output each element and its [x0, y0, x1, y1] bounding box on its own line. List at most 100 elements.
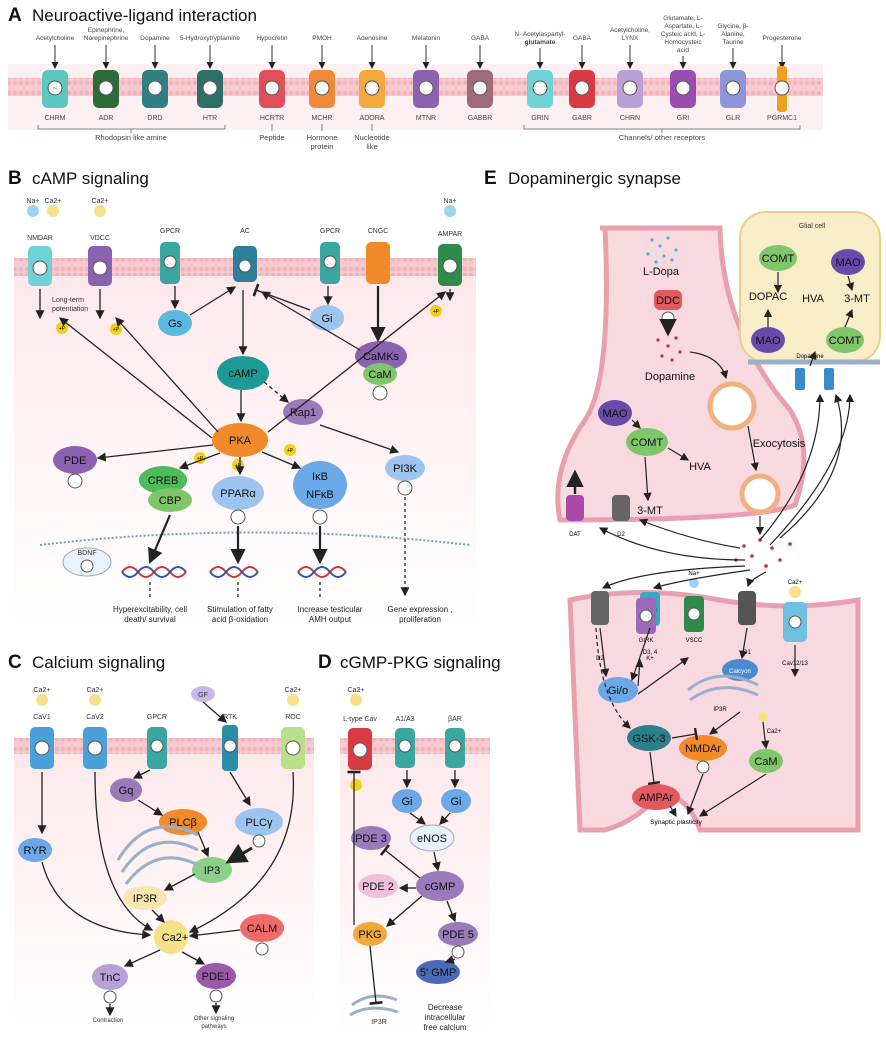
receptor-gri: GRI: [670, 56, 696, 122]
panel-b: B cAMP signaling Na+ Ca2+ Ca2+ Na+ NMDAR…: [8, 168, 476, 628]
svg-text:GSK-3: GSK-3: [632, 733, 665, 745]
receptor-gabbr: GABBR: [467, 45, 493, 122]
receptor-mchr: MCHR: [309, 45, 335, 122]
svg-text:CaMKs: CaMKs: [363, 351, 400, 363]
dna-helices: [121, 566, 347, 578]
b-receptor-ac: AC: [233, 228, 257, 282]
svg-text:CALM: CALM: [247, 923, 278, 935]
pre-dopamine: Dopamine: [645, 371, 695, 383]
group-peptide: Peptide: [259, 133, 284, 142]
svg-text:RTK: RTK: [223, 714, 237, 721]
glia-hva: HVA: [802, 293, 824, 305]
svg-text:Ca2+: Ca2+: [162, 932, 189, 944]
d-node-pde3: PDE 3: [351, 826, 391, 850]
svg-text:COMT: COMT: [829, 335, 862, 347]
section-letter-d: D: [318, 652, 332, 673]
svg-text:CaV1: CaV1: [33, 714, 51, 721]
b-node-gs: Gs: [158, 310, 192, 336]
c-outcome-contraction: Contraction: [93, 1018, 124, 1024]
b-receptor-ampar: AMPAR: [438, 231, 462, 286]
svg-text:NMDAr: NMDAr: [685, 743, 721, 755]
b-receptor-gpcr-1: GPCR: [160, 228, 180, 284]
presynaptic-terminal: [555, 225, 807, 523]
receptor-chrn: CHRN: [617, 45, 643, 122]
ligand-naag-2: glutamate: [525, 39, 556, 46]
receptor-gabr: GABR: [569, 45, 595, 122]
c-gf: GF: [191, 686, 215, 702]
svg-text:VDCC: VDCC: [90, 235, 110, 242]
ligand-naag-1: N- Acetylaspartyl-: [515, 31, 566, 38]
ligand-homocysteic: Homocysteic: [664, 39, 702, 46]
glia-transporters: [795, 368, 834, 390]
svg-text:VSCC: VSCC: [686, 638, 703, 644]
c-ion-2: [89, 694, 101, 706]
b-node-bdnf: BDNF: [62, 547, 112, 577]
svg-text:PDE 5: PDE 5: [442, 929, 474, 941]
d-outcome-2: intracellular: [425, 1013, 466, 1022]
post-vscc: VSCC: [684, 596, 704, 644]
svg-text:cAMP: cAMP: [228, 368, 257, 380]
d-receptor-bar: βAR: [445, 716, 465, 768]
b-outcome-3b: AMH output: [309, 615, 352, 624]
svg-text:GPCR: GPCR: [160, 228, 180, 235]
ligand-dopamine: Dopamine: [140, 35, 170, 42]
c-receptor-rtk: RTK: [222, 714, 238, 771]
svg-text:MAO: MAO: [835, 257, 861, 269]
c-node-ryr: RYR: [18, 838, 52, 862]
glia-label: Glial cell: [799, 223, 826, 230]
d-node-pde5: PDE 5: [438, 922, 478, 959]
svg-text:Gi: Gi: [402, 796, 413, 808]
b-node-cam: CaM: [363, 363, 397, 401]
group-hormone-1: Hormone: [307, 133, 338, 142]
svg-text:IP3: IP3: [204, 865, 221, 877]
svg-text:Gi/o: Gi/o: [608, 685, 628, 697]
d-node-gi-1: Gi: [392, 789, 422, 813]
c-node-calm: CALM: [240, 914, 284, 956]
svg-text:PKG: PKG: [358, 929, 381, 941]
svg-text:NFκB: NFκB: [306, 489, 334, 501]
pre-dat: DAT: [566, 495, 584, 538]
ligand-epinephrine: Epinephrine,: [88, 27, 125, 34]
svg-text:Ca2+: Ca2+: [285, 687, 302, 694]
svg-text:CaV2: CaV2: [86, 714, 104, 721]
phospho-markers: +P +P +P +P +P +P: [56, 305, 442, 471]
svg-text:+P: +P: [433, 309, 440, 315]
post-d2: D2: [591, 591, 609, 662]
ligand-hypocretin: Hypocretin: [256, 35, 287, 42]
svg-text:DAT: DAT: [569, 532, 581, 538]
receptor-htr: HTR: [197, 45, 223, 122]
b-node-gi: Gi: [310, 305, 344, 331]
ligand-acetylcholine-2: Acetylcholine,: [610, 27, 650, 34]
post-nmdar: NMDAr: [679, 735, 727, 774]
svg-text:eNOS: eNOS: [417, 833, 447, 845]
section-title-d: cGMP-PKG signaling: [340, 653, 501, 672]
receptor-adora: ADORA: [359, 45, 385, 122]
ligand-gaba-2: GABA: [573, 35, 592, 42]
d-er: [349, 994, 399, 1017]
panel-e: E Dopaminergic synapse Glial cell L-Dopa…: [484, 168, 881, 833]
pre-comt: COMT: [626, 428, 668, 456]
d-node-gi-2: Gi: [441, 789, 471, 813]
panel-c-cytoplasm: [14, 738, 314, 1028]
svg-text:GRI: GRI: [677, 115, 690, 122]
svg-text:PDE1: PDE1: [202, 971, 231, 983]
pre-d2: D2: [612, 495, 630, 538]
c-node-ip3: IP3: [192, 857, 232, 883]
svg-text:Ca2+: Ca2+: [348, 687, 365, 694]
svg-text:GF: GF: [198, 692, 208, 699]
svg-text:D1: D1: [743, 650, 751, 656]
c-node-tnc: TnC: [92, 964, 128, 1004]
svg-text:A1/A3: A1/A3: [395, 716, 414, 723]
b-node-pka: PKA: [212, 423, 268, 457]
group-rhodopsin: Rhodopsin like amine: [95, 133, 167, 142]
svg-text:D2: D2: [617, 532, 625, 538]
glia-3mt: 3-MT: [844, 293, 870, 305]
ligand-taurine: Taurine: [722, 39, 744, 46]
svg-text:ADORA: ADORA: [360, 115, 385, 122]
ligand-adenosine: Adenosine: [357, 35, 388, 42]
svg-text:PI3K: PI3K: [393, 463, 418, 475]
receptor-grin: GRIN: [527, 48, 553, 122]
b-receptor-vdcc: VDCC: [88, 235, 112, 286]
ligand-aspartate: Aspartate, L-: [664, 23, 701, 30]
